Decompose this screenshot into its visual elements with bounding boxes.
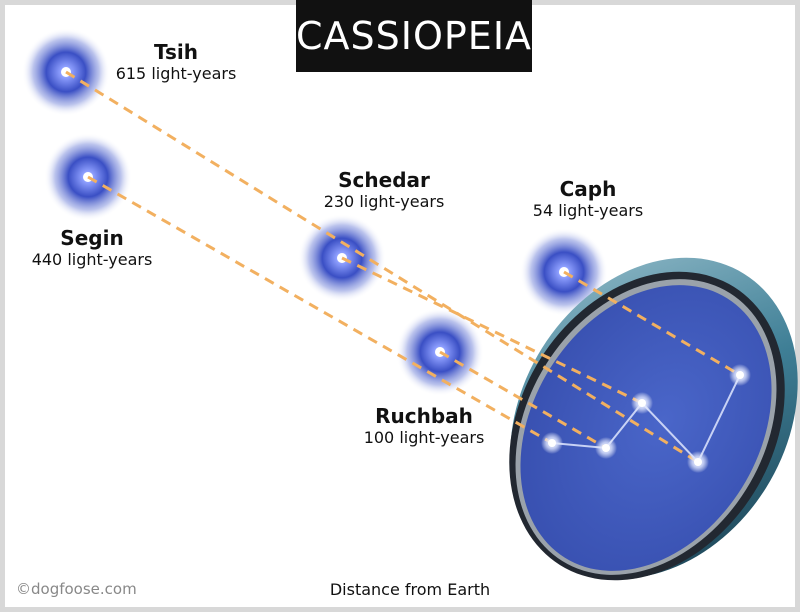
star-name: Ruchbah xyxy=(375,404,473,428)
star-distance: 54 light-years xyxy=(532,201,644,220)
lens-icon xyxy=(509,257,798,581)
star-distance: 100 light-years xyxy=(363,428,485,447)
star-label-tsih: Tsih 615 light-years xyxy=(112,40,240,84)
star-distance: 440 light-years xyxy=(31,250,153,269)
star-label-ruchbah: Ruchbah 100 light-years xyxy=(360,404,488,448)
star-name: Caph xyxy=(559,177,617,201)
sight-lines xyxy=(65,70,741,464)
star-distance: 230 light-years xyxy=(323,192,445,211)
caption: Distance from Earth xyxy=(329,580,491,599)
star-label-caph: Caph 54 light-years xyxy=(524,177,652,221)
star-label-segin: Segin 440 light-years xyxy=(28,226,156,270)
star-name: Schedar xyxy=(338,168,430,192)
page-title: CASSIOPEIA xyxy=(296,0,532,72)
constellation-icon xyxy=(541,364,751,473)
star-name: Tsih xyxy=(154,40,198,64)
star-label-schedar: Schedar 230 light-years xyxy=(320,168,448,212)
credit-text: ©dogfoose.com xyxy=(16,580,137,598)
star-name: Segin xyxy=(60,226,124,250)
star-distance: 615 light-years xyxy=(115,64,237,83)
